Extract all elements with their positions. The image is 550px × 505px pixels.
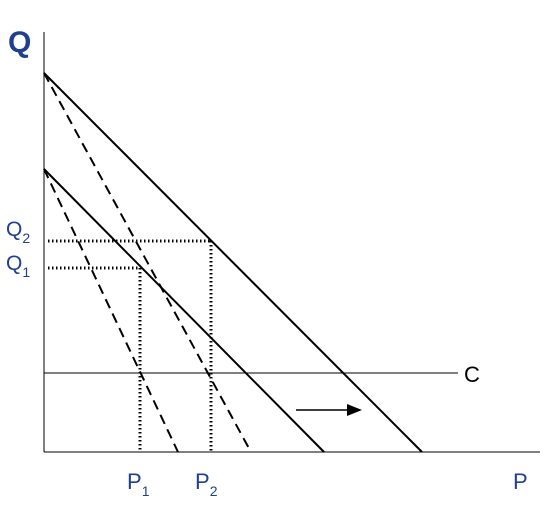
p2-label: P2	[195, 469, 218, 499]
q2-subscript: 2	[22, 230, 30, 246]
inner-solid-line	[43, 168, 325, 453]
x-axis-label: P	[513, 469, 528, 494]
shift-arrow-icon	[296, 404, 362, 416]
outer-dashed-line	[43, 72, 252, 453]
cost-line-label: C	[464, 362, 480, 387]
p1-label: P1	[127, 469, 150, 499]
inner-dashed-line	[43, 168, 179, 453]
q1-letter: Q	[6, 252, 22, 275]
y-axis-label: Q	[8, 26, 31, 59]
q1-label: Q1	[6, 252, 30, 280]
p2-subscript: 2	[210, 483, 218, 499]
outer-solid-line	[43, 72, 423, 453]
q1-subscript: 1	[22, 264, 30, 280]
q2-letter: Q	[6, 218, 22, 241]
p1-letter: P	[127, 469, 142, 494]
q2-label: Q2	[6, 218, 30, 246]
p1-subscript: 1	[142, 483, 150, 499]
p2-letter: P	[195, 469, 210, 494]
